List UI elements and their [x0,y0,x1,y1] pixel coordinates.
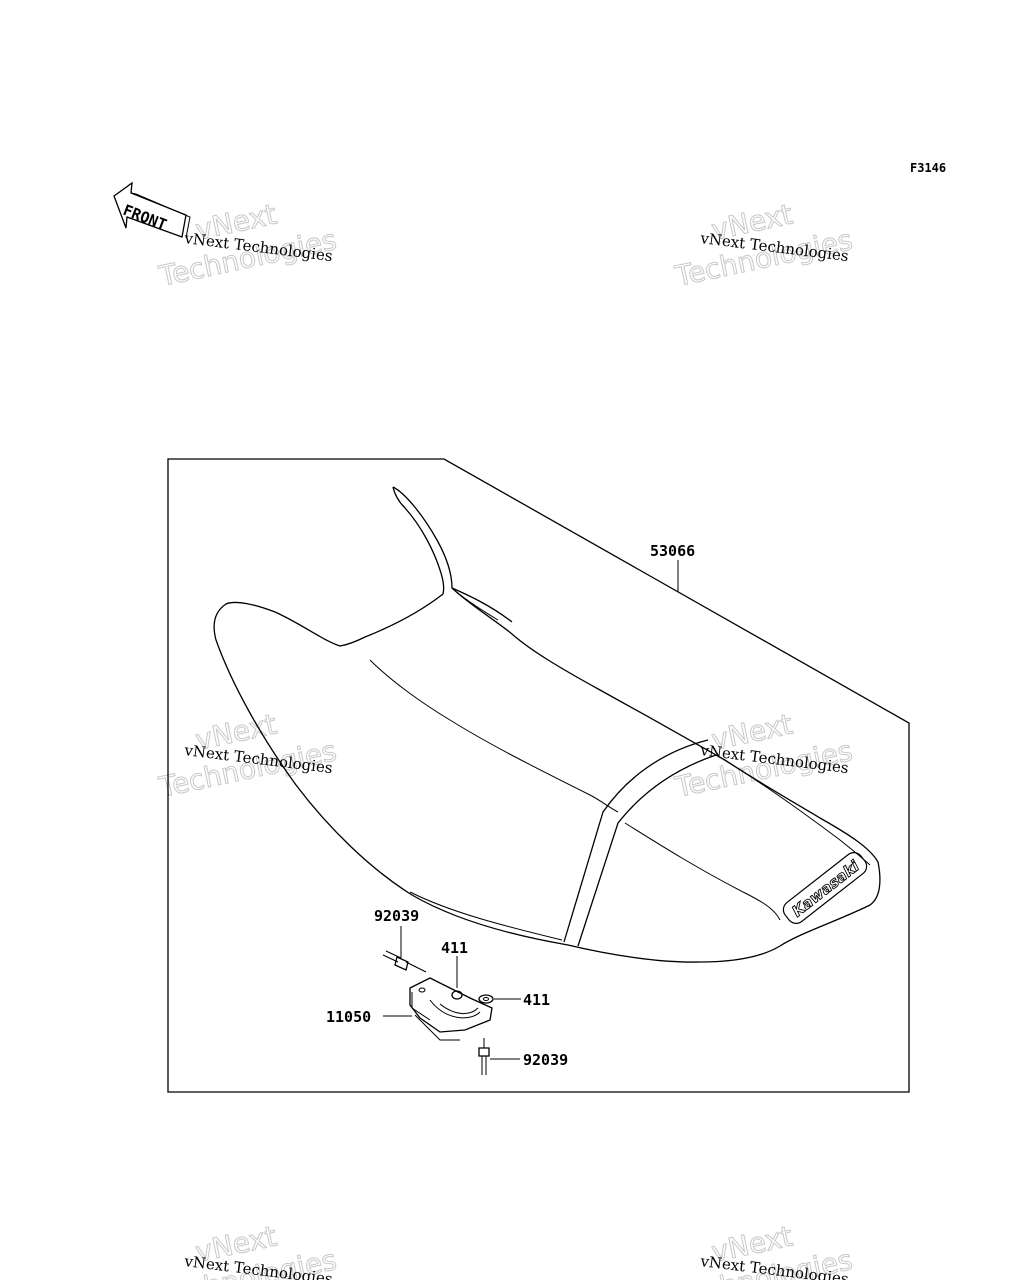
callout-92039-lower: 92039 [523,1051,568,1069]
watermark-mid-left: vNext Technologies vNext Technologies [155,707,340,804]
watermark-top-right: vNext Technologies vNext Technologies [671,197,856,293]
bolt-lower-drawing [478,1038,490,1075]
bolt-upper-drawing [382,950,427,973]
collar-right-drawing [478,994,494,1004]
figure-code: F3146 [910,161,946,175]
watermark-bottom-right: vNext Technologies vNext Technologies [671,1219,856,1280]
assembly-frame [167,458,910,1093]
callout-11050: 11050 [326,1008,371,1026]
callout-53066: 53066 [650,542,695,560]
kawasaki-logo-text: Kawasaki [789,857,864,921]
kawasaki-logo: Kawasaki [782,852,868,924]
callout-411-upper: 411 [441,939,468,957]
watermark-mid-right: vNext Technologies vNext Technologies [671,707,856,804]
callout-92039-upper: 92039 [374,907,419,925]
front-arrow-icon: FRONT [113,181,191,239]
watermark-bottom-left: vNext Technologies vNext Technologies [155,1219,340,1280]
callout-411-right: 411 [523,991,550,1009]
watermark-top-left: vNext Technologies vNext Technologies [155,197,340,293]
bracket-drawing [409,977,493,1041]
